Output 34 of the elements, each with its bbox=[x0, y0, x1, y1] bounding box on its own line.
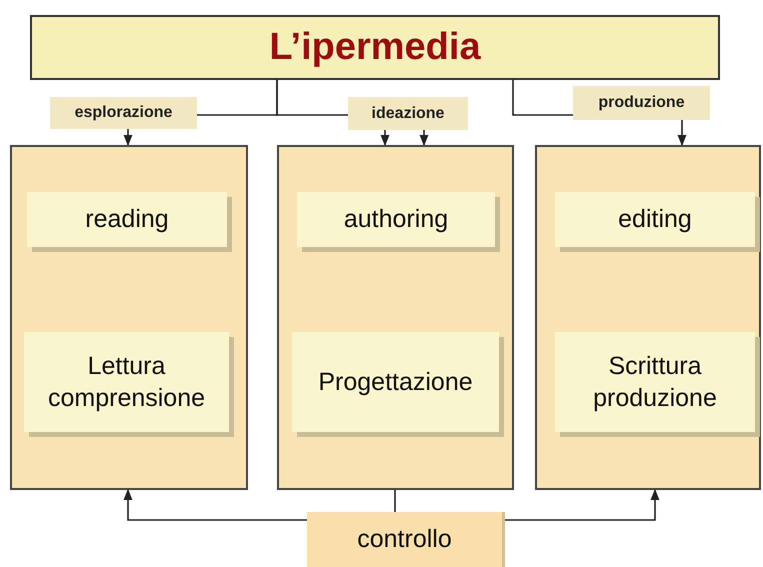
node-label: controllo bbox=[357, 525, 452, 554]
arrow bbox=[380, 130, 390, 146]
label-box bbox=[348, 97, 468, 130]
concept-box bbox=[297, 192, 495, 247]
node-label: Progettazione bbox=[318, 366, 473, 398]
column-panel bbox=[277, 145, 514, 490]
node-label: Scrittura produzione bbox=[592, 350, 718, 414]
connector-line bbox=[512, 80, 573, 116]
concept-box bbox=[555, 192, 755, 247]
control-box bbox=[307, 512, 502, 567]
concept-box bbox=[27, 192, 227, 247]
node-label: ideazione bbox=[372, 104, 444, 122]
column-panel bbox=[535, 145, 761, 490]
node-label: Lettura comprensione bbox=[46, 350, 206, 414]
arrow bbox=[124, 488, 307, 521]
concept-box bbox=[292, 332, 499, 432]
arrow bbox=[124, 129, 132, 146]
column-panel bbox=[10, 145, 248, 490]
connector-line bbox=[394, 490, 396, 512]
label-box bbox=[50, 97, 197, 129]
node-label: editing bbox=[618, 204, 692, 236]
arrow bbox=[420, 130, 428, 146]
arrow bbox=[678, 120, 686, 146]
connector-line bbox=[276, 80, 348, 116]
title-box bbox=[30, 15, 720, 80]
arrow bbox=[502, 488, 660, 521]
node-label: esplorazione bbox=[74, 104, 172, 122]
concept-box bbox=[24, 332, 229, 432]
title-text: L’ipermedia bbox=[269, 26, 481, 69]
node-label: produzione bbox=[598, 94, 685, 112]
node-label: authoring bbox=[344, 204, 448, 236]
node-label: reading bbox=[85, 204, 169, 236]
concept-box bbox=[555, 332, 755, 432]
label-box bbox=[573, 86, 710, 120]
